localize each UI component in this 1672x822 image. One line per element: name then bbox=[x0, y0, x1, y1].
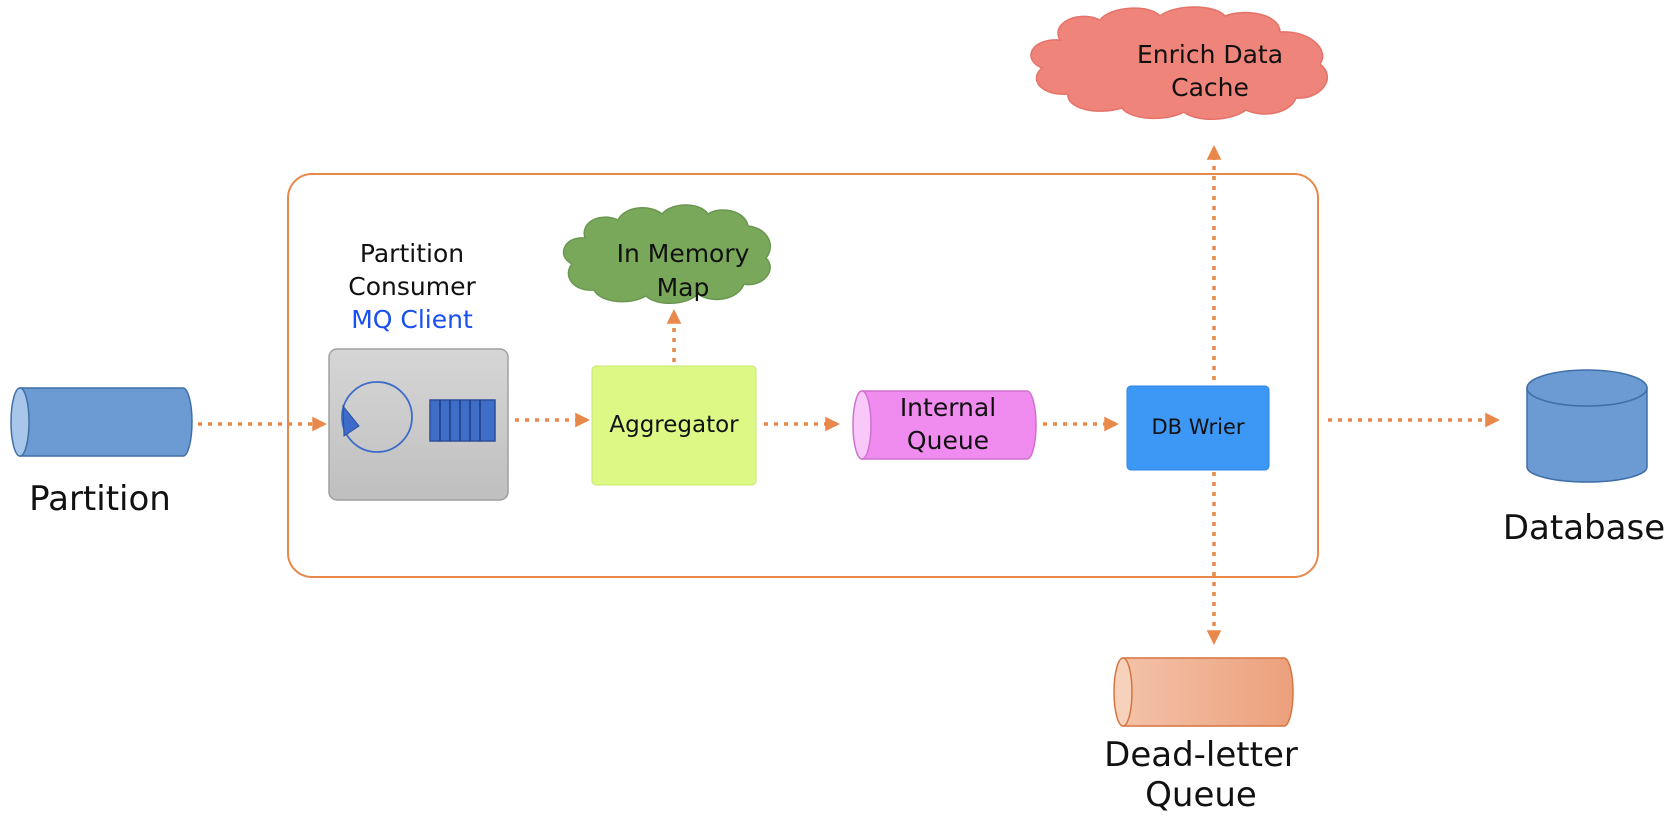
internal-queue-line1: Internal bbox=[900, 393, 996, 422]
enrich-cache-cloud bbox=[1030, 6, 1328, 120]
internal-queue-cylinder bbox=[852, 390, 1037, 460]
db-writer-label: DB Wrier bbox=[1151, 415, 1244, 439]
internal-queue-line2: Queue bbox=[907, 426, 989, 455]
database-label: Database bbox=[1503, 508, 1665, 548]
dead-letter-line2: Queue bbox=[1145, 775, 1257, 815]
partition-cylinder bbox=[10, 387, 193, 457]
in-memory-map-line2: Map bbox=[657, 273, 710, 302]
consumer-box bbox=[328, 348, 509, 501]
database-cylinder bbox=[1526, 369, 1648, 483]
in-memory-map-line1: In Memory bbox=[617, 239, 750, 268]
aggregator-box bbox=[591, 365, 757, 486]
service-container bbox=[287, 173, 1319, 578]
mq-client-label: MQ Client bbox=[351, 305, 473, 334]
enrich-cache-line1: Enrich Data bbox=[1137, 40, 1283, 69]
loop-icon bbox=[341, 381, 413, 453]
message-buffer-icon bbox=[429, 399, 496, 442]
dead-letter-queue-cylinder bbox=[1113, 657, 1294, 727]
consumer-title-line1: Partition bbox=[360, 239, 464, 268]
consumer-title-line2: Consumer bbox=[348, 272, 476, 301]
in-memory-map-cloud bbox=[562, 204, 771, 304]
db-writer-box bbox=[1126, 385, 1270, 471]
partition-label: Partition bbox=[29, 479, 171, 519]
enrich-cache-line2: Cache bbox=[1171, 73, 1249, 102]
dead-letter-line1: Dead-letter bbox=[1104, 735, 1298, 775]
aggregator-label: Aggregator bbox=[609, 412, 739, 438]
